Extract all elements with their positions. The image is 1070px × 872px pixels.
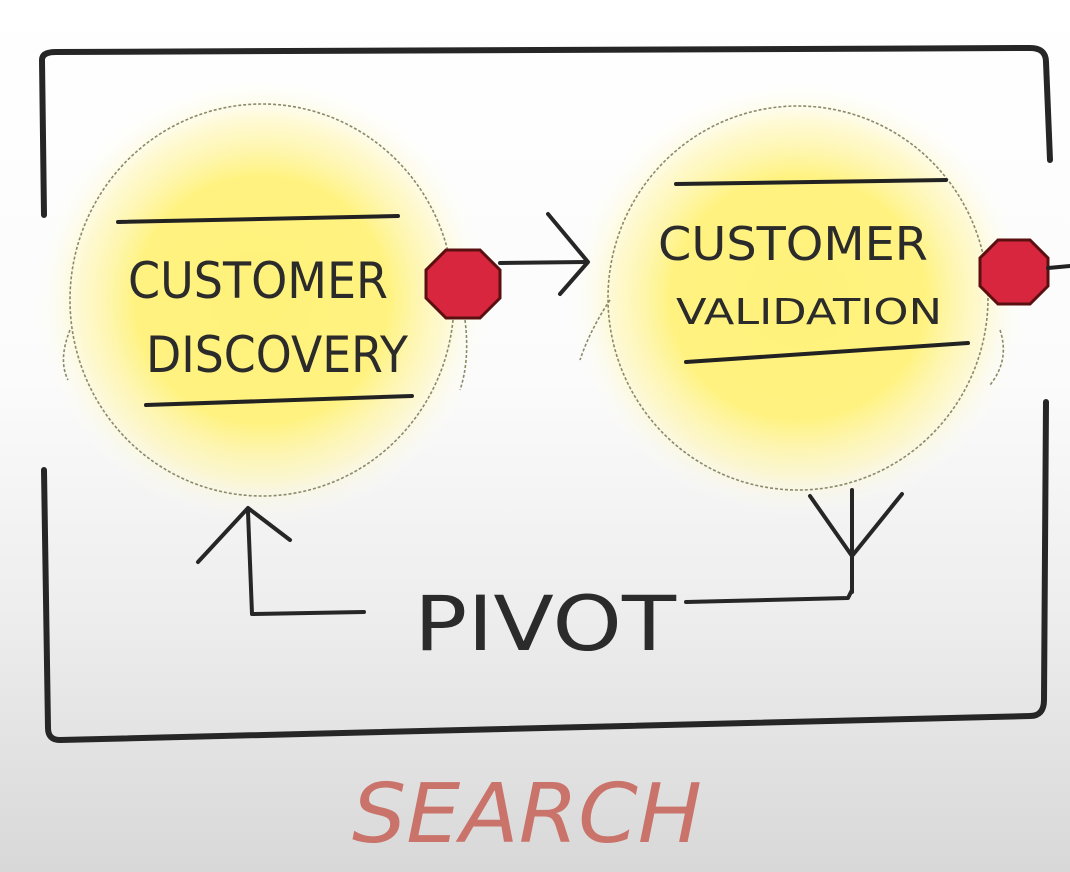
discovery-glow — [32, 75, 492, 525]
validation-top-rule — [674, 178, 948, 186]
discovery-to-validation-arrow — [498, 212, 590, 296]
discovery-top-rule — [116, 214, 400, 224]
pivot-loop-arrow — [196, 488, 904, 616]
discovery-label-line2: DISCOVERY — [146, 326, 408, 384]
validation-label-line2: VALIDATION — [676, 292, 942, 333]
stop-marker-discovery — [424, 248, 502, 391]
customer-discovery-node: CUSTOMER DISCOVERY — [32, 75, 492, 525]
validation-glow — [566, 78, 1030, 518]
validation-label-line1: CUSTOMER — [658, 217, 928, 271]
customer-validation-node: CUSTOMER VALIDATION — [566, 78, 1030, 518]
discovery-label-line1: CUSTOMER — [128, 252, 388, 310]
validation-bottom-rule — [684, 341, 970, 364]
discovery-bottom-rule — [144, 394, 414, 407]
stop-marker-validation — [978, 238, 1070, 386]
search-caption: SEARCH — [352, 767, 702, 862]
search-frame — [39, 45, 1053, 743]
validation-circle — [607, 105, 989, 491]
pivot-label: PIVOT — [414, 579, 677, 668]
